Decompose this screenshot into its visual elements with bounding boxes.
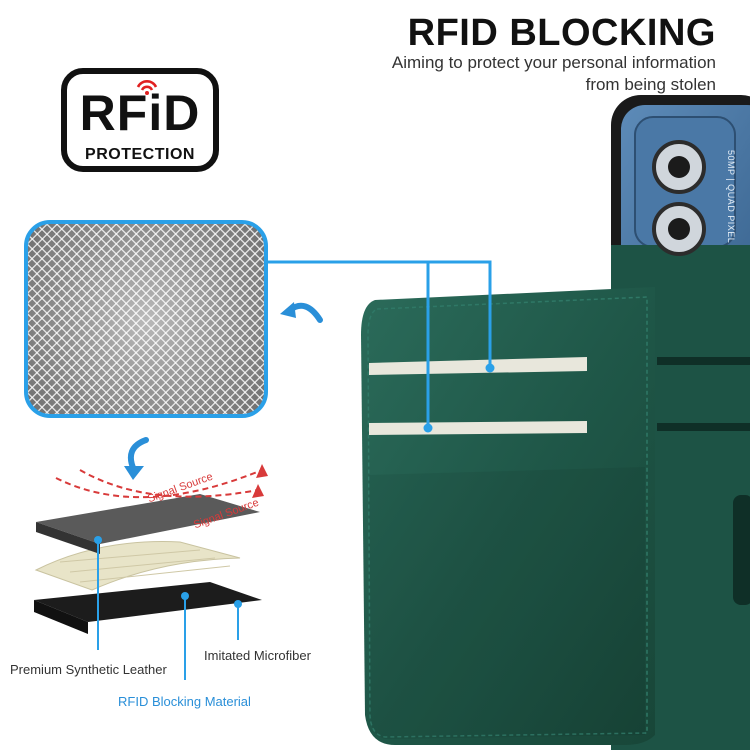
label-synthetic-leather: Premium Synthetic Leather — [10, 662, 167, 677]
curved-arrow-left-icon — [280, 302, 323, 323]
layer-diagram — [34, 464, 268, 680]
badge-caption: PROTECTION — [85, 146, 195, 163]
curved-arrow-down-icon — [124, 437, 149, 480]
rfid-mesh-closeup — [24, 220, 268, 418]
camera-lens-secondary — [652, 202, 706, 256]
wireless-signal-icon — [136, 80, 158, 95]
subtitle-line-1: Aiming to protect your personal informat… — [391, 53, 716, 72]
camera-lens-main — [652, 140, 706, 194]
wallet-case-illustration — [361, 95, 750, 750]
label-microfiber: Imitated Microfiber — [204, 648, 311, 663]
rfid-protection-badge: RFiD PROTECTION — [61, 68, 219, 172]
subtitle-line-2: from being stolen — [585, 75, 716, 94]
rfid-logo-text: RFiD — [79, 85, 201, 141]
label-rfid-blocking-material: RFID Blocking Material — [118, 694, 251, 709]
headline-subtitle: Aiming to protect your personal informat… — [316, 52, 716, 96]
headline-title: RFID BLOCKING — [407, 12, 716, 54]
